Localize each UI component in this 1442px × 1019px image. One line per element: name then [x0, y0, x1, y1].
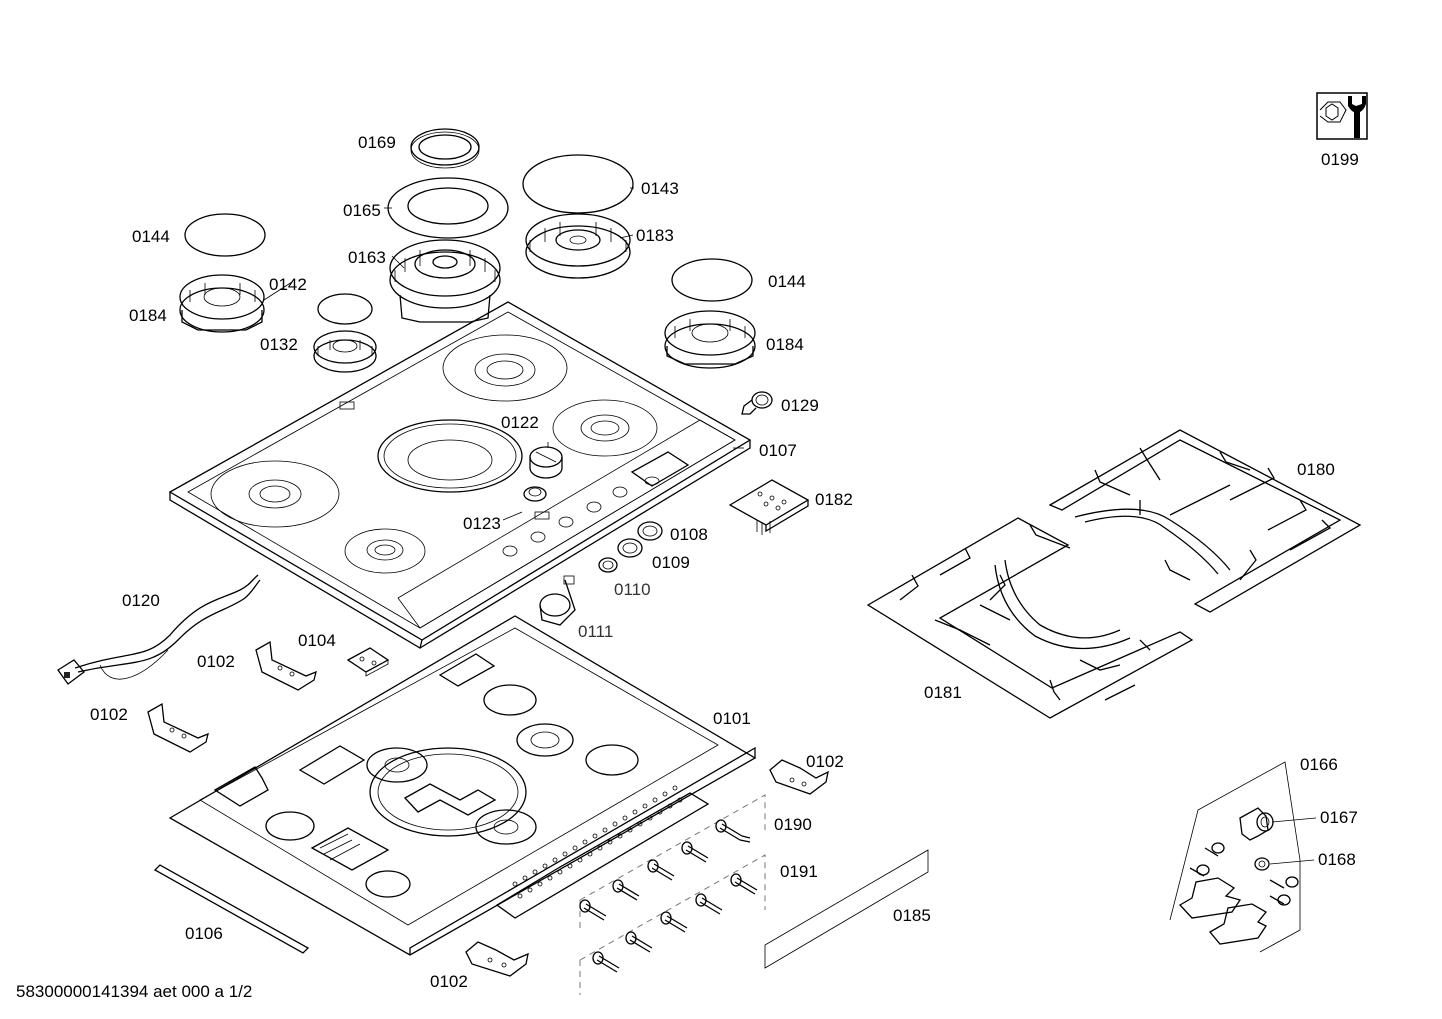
hob-top-panel-0107[interactable]: [168, 301, 752, 650]
part-label-0142[interactable]: 0142: [269, 275, 307, 294]
circuit-board-0182[interactable]: [728, 479, 810, 535]
pan-support-0180[interactable]: [1048, 429, 1362, 613]
burner-cap-0144-right[interactable]: [671, 258, 753, 302]
part-label-0123[interactable]: 0123: [463, 514, 501, 533]
pan-support-0181[interactable]: [866, 517, 1194, 719]
part-label-0183[interactable]: 0183: [636, 226, 674, 245]
part-label-0132[interactable]: 0132: [260, 335, 298, 354]
label-strip-0185[interactable]: [764, 849, 929, 969]
part-label-0168[interactable]: 0168: [1318, 850, 1356, 869]
part-label-0190[interactable]: 0190: [774, 815, 812, 834]
strip-0106[interactable]: [153, 864, 310, 954]
burner-cap-0132[interactable]: [317, 293, 373, 325]
seal-0108[interactable]: [637, 521, 663, 541]
part-label-0144-right[interactable]: 0144: [768, 272, 806, 291]
trim-ring-0169[interactable]: [410, 128, 480, 169]
part-label-0143[interactable]: 0143: [641, 179, 679, 198]
part-label-0129[interactable]: 0129: [781, 396, 819, 415]
leader-lines: [263, 187, 1317, 865]
conversion-kit-0166[interactable]: [1169, 761, 1301, 953]
part-label-0144-left[interactable]: 0144: [132, 227, 170, 246]
part-label-0191[interactable]: 0191: [780, 862, 818, 881]
seal-0109[interactable]: [617, 538, 643, 558]
part-label-0180[interactable]: 0180: [1297, 460, 1335, 479]
bracket-0104[interactable]: [346, 647, 390, 677]
base-tray-0101[interactable]: [168, 615, 757, 956]
part-label-0184-left[interactable]: 0184: [129, 306, 167, 325]
part-label-0184-right[interactable]: 0184: [766, 335, 804, 354]
part-label-0166[interactable]: 0166: [1300, 755, 1338, 774]
part-label-0109[interactable]: 0109: [652, 553, 690, 572]
part-label-0102-d[interactable]: 0102: [430, 972, 468, 991]
part-label-0169[interactable]: 0169: [358, 133, 396, 152]
part-label-0108[interactable]: 0108: [670, 525, 708, 544]
nut-0110[interactable]: [598, 557, 618, 573]
part-label-0163[interactable]: 0163: [348, 248, 386, 267]
wrench-hexagon-icon[interactable]: [1316, 92, 1368, 140]
part-label-0102-a[interactable]: 0102: [197, 652, 235, 671]
screws-0190-0191[interactable]: [579, 794, 766, 995]
part-label-0120[interactable]: 0120: [122, 591, 160, 610]
ignition-button-0129[interactable]: [741, 391, 773, 415]
service-icon-label: 0199: [1321, 150, 1359, 169]
part-label-0106[interactable]: 0106: [185, 924, 223, 943]
burner-0132[interactable]: [313, 330, 377, 373]
wok-burner-0163[interactable]: [389, 239, 501, 323]
part-label-0165[interactable]: 0165: [343, 201, 381, 220]
part-label-0185[interactable]: 0185: [893, 906, 931, 925]
burner-0184-right[interactable]: [664, 310, 756, 369]
part-label-0182[interactable]: 0182: [815, 490, 853, 509]
burner-cap-0144-left[interactable]: [184, 213, 266, 257]
part-label-0107[interactable]: 0107: [759, 441, 797, 460]
part-label-0102-b[interactable]: 0102: [90, 705, 128, 724]
part-label-0110[interactable]: 0110: [614, 580, 651, 599]
knob-0122[interactable]: [529, 446, 563, 479]
clamp-0102-a[interactable]: [255, 640, 317, 691]
part-label-0111[interactable]: 0111: [578, 622, 614, 641]
part-label-0102-c[interactable]: 0102: [806, 752, 844, 771]
clamp-0102-d[interactable]: [465, 941, 529, 977]
part-label-0122[interactable]: 0122: [501, 413, 539, 432]
burner-cap-0143[interactable]: [522, 154, 634, 214]
control-panel-insert[interactable]: [630, 451, 690, 487]
part-label-0167[interactable]: 0167: [1320, 808, 1358, 827]
part-label-0181[interactable]: 0181: [924, 683, 962, 702]
clamp-0102-c[interactable]: [769, 759, 829, 795]
mains-cable-0120[interactable]: [57, 574, 261, 685]
clamp-0102-b[interactable]: [147, 702, 209, 753]
knob-0123[interactable]: [523, 486, 547, 502]
ring-0165[interactable]: [387, 177, 509, 239]
switch-0111[interactable]: [539, 575, 576, 626]
document-number-footer: 58300000141394 aet 000 a 1/2: [16, 982, 253, 1001]
part-label-0101[interactable]: 0101: [713, 709, 751, 728]
burner-0183[interactable]: [525, 213, 631, 279]
burner-0184-left[interactable]: [179, 274, 265, 333]
part-label-0104[interactable]: 0104: [298, 631, 336, 650]
